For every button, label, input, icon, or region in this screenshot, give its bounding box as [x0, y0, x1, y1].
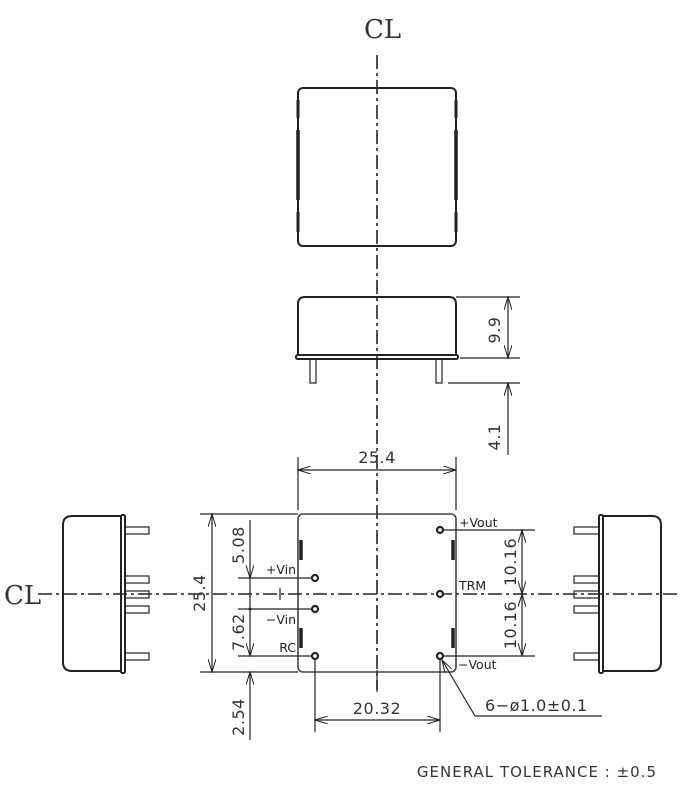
label-vout-minus: −Vout — [458, 657, 497, 672]
pin-vin-minus — [310, 604, 320, 614]
height-dimension: 9.9 4.1 — [448, 297, 520, 455]
dim-vout-lower: 10.16 — [501, 601, 520, 649]
dim-vin-spacing: 7.62 — [229, 613, 248, 651]
label-vout-plus: +Vout — [459, 515, 498, 530]
pin-rc — [310, 651, 320, 661]
pins — [310, 525, 445, 661]
front-view — [295, 296, 459, 384]
pin-offset-dimensions: 5.08 7.62 2.54 — [229, 520, 252, 740]
dim-pin-offset-top: 5.08 — [229, 526, 248, 564]
label-rc: RC — [279, 640, 296, 655]
vout-spacing-dimensions: 10.16 10.16 — [501, 530, 522, 656]
pin-vin-plus — [310, 573, 320, 583]
width-dimension: 25.4 — [298, 448, 456, 510]
dim-height-left: 25.4 — [190, 574, 209, 612]
dim-pin-length: 4.1 — [485, 424, 504, 451]
centerline-symbol-top: CL — [364, 15, 401, 45]
dim-body-height: 9.9 — [485, 317, 504, 344]
dim-pin-offset-bottom: 2.54 — [229, 698, 248, 736]
label-vin-minus: −Vin — [266, 612, 296, 627]
svg-text:CL: CL — [364, 15, 401, 45]
dim-vout-upper: 10.16 — [501, 538, 520, 586]
label-trm: TRM — [458, 578, 486, 593]
pin-trm — [435, 589, 445, 599]
general-tolerance-note: GENERAL TOLERANCE : ±0.5 — [417, 763, 657, 781]
centerline-symbol-left: CL — [4, 581, 41, 611]
pin-diameter-callout: 6−ø1.0±0.1 — [442, 660, 602, 717]
dim-pin-diameter: 6−ø1.0±0.1 — [485, 696, 588, 715]
label-vin-plus: +Vin — [266, 562, 296, 577]
dim-pin-spacing: 20.32 — [353, 699, 401, 718]
pin-spacing-horizontal: 20.32 — [315, 660, 440, 732]
right-side-view — [573, 514, 662, 674]
pin-vout-plus — [435, 525, 445, 535]
top-view — [296, 87, 458, 247]
dim-width: 25.4 — [358, 448, 396, 467]
pin-vout-minus — [435, 651, 445, 661]
left-side-view: CL — [4, 514, 150, 674]
